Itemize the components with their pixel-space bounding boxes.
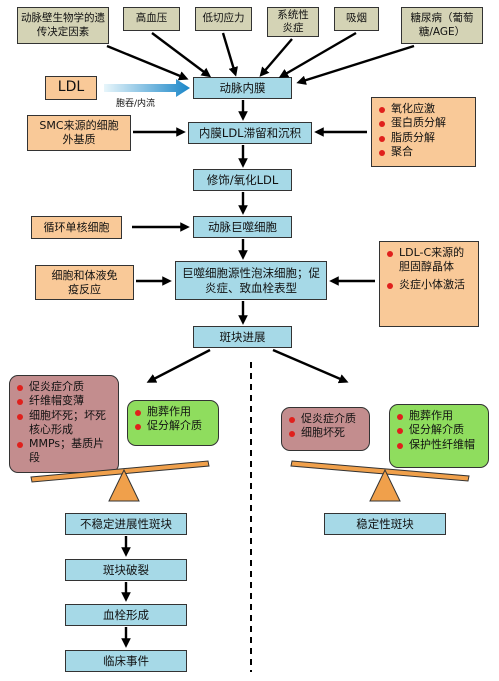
stable-plaque: 稳定性斑块 bbox=[324, 513, 446, 535]
risk-inflammation-label: 系统性炎症 bbox=[277, 8, 309, 34]
risk-hypertension: 高血压 bbox=[123, 7, 180, 31]
arrow bbox=[259, 38, 293, 77]
endocytosis-label: 胞吞/内流 bbox=[116, 99, 156, 109]
clinical-events-label: 临床事件 bbox=[103, 653, 149, 668]
arrow bbox=[272, 348, 349, 384]
arrow bbox=[151, 32, 212, 78]
smc-matrix-box: SMC来源的细胞外基质 bbox=[27, 115, 131, 151]
ldl-label: LDL bbox=[57, 79, 85, 96]
risk-diabetes-label: 糖尿病（葡萄糖/AGE） bbox=[410, 12, 474, 38]
unstable-protective-factors: 胞葬作用 促分解介质 bbox=[127, 400, 219, 446]
modifier-item: 氧化应激 bbox=[378, 102, 469, 116]
step-macrophage-label: 动脉巨噬细胞 bbox=[208, 219, 277, 234]
step-progression: 斑块进展 bbox=[193, 326, 292, 348]
step-intima: 动脉内膜 bbox=[193, 77, 292, 99]
step-foam-cell: 巨噬细胞源性泡沫细胞；促炎症、致血栓表型 bbox=[175, 261, 327, 300]
harmful-item: 促炎症介质 bbox=[288, 412, 363, 426]
risk-genetic: 动脉壁生物学的遗传决定因素 bbox=[17, 7, 109, 44]
risk-diabetes: 糖尿病（葡萄糖/AGE） bbox=[401, 7, 483, 44]
harmful-item: 细胞坏死；坏死核心形成 bbox=[16, 409, 112, 438]
arrow bbox=[221, 32, 238, 77]
stable-beam bbox=[290, 460, 470, 482]
protective-item: 促分解介质 bbox=[134, 419, 212, 433]
monocytes-box: 循环单核细胞 bbox=[31, 216, 122, 239]
unstable-plaque-label: 不稳定进展性斑块 bbox=[80, 516, 172, 531]
unstable-beam bbox=[30, 460, 210, 483]
plaque-rupture: 斑块破裂 bbox=[65, 559, 187, 581]
risk-hypertension-label: 高血压 bbox=[135, 12, 168, 25]
smc-matrix-label: SMC来源的细胞外基质 bbox=[39, 119, 119, 146]
clinical-events: 临床事件 bbox=[65, 650, 187, 672]
step-retention-label: 内膜LDL滞留和沉积 bbox=[198, 125, 302, 140]
unstable-fulcrum bbox=[108, 468, 140, 502]
risk-smoking-label: 吸烟 bbox=[346, 12, 367, 25]
risk-genetic-label: 动脉壁生物学的遗传决定因素 bbox=[21, 12, 105, 38]
arrow bbox=[106, 44, 189, 81]
step-macrophage: 动脉巨噬细胞 bbox=[193, 216, 292, 238]
arrow bbox=[146, 348, 211, 383]
protective-item: 胞葬作用 bbox=[134, 405, 212, 419]
unstable-harmful-factors: 促炎症介质 纤维帽变薄 细胞坏死；坏死核心形成 MMPs；基质片段 bbox=[9, 375, 119, 473]
modifier-item: 炎症小体激活 bbox=[386, 278, 472, 292]
stable-plaque-label: 稳定性斑块 bbox=[356, 516, 414, 531]
monocytes-label: 循环单核细胞 bbox=[43, 220, 110, 234]
protective-item: 保护性纤维帽 bbox=[396, 438, 482, 452]
ldl-influx-arrow bbox=[104, 79, 190, 97]
risk-low-shear: 低切应力 bbox=[195, 7, 252, 31]
risk-low-shear-label: 低切应力 bbox=[202, 12, 245, 25]
step-intima-label: 动脉内膜 bbox=[219, 80, 266, 95]
immunity-box: 细胞和体液免疫反应 bbox=[35, 265, 134, 300]
step-foam-cell-label: 巨噬细胞源性泡沫细胞；促炎症、致血栓表型 bbox=[182, 266, 320, 295]
unstable-plaque: 不稳定进展性斑块 bbox=[65, 513, 187, 535]
plaque-rupture-label: 斑块破裂 bbox=[103, 562, 149, 577]
harmful-item: 纤维帽变薄 bbox=[16, 394, 112, 408]
thrombosis-label: 血栓形成 bbox=[103, 607, 149, 622]
arrow bbox=[278, 31, 357, 78]
risk-smoking: 吸烟 bbox=[334, 7, 379, 31]
stable-protective-factors: 胞葬作用 促分解介质 保护性纤维帽 bbox=[389, 404, 489, 468]
foam-modifiers: LDL-C来源的胆固醇晶体 炎症小体激活 bbox=[379, 241, 479, 327]
harmful-item: 促炎症介质 bbox=[16, 380, 112, 394]
step-retention: 内膜LDL滞留和沉积 bbox=[188, 122, 312, 144]
modifier-item: LDL-C来源的胆固醇晶体 bbox=[386, 246, 472, 275]
stable-harmful-factors: 促炎症介质 细胞坏死 bbox=[281, 407, 370, 451]
protective-item: 促分解介质 bbox=[396, 423, 482, 437]
harmful-item: 细胞坏死 bbox=[288, 426, 363, 440]
modifier-item: 聚合 bbox=[378, 145, 469, 159]
risk-inflammation: 系统性炎症 bbox=[267, 7, 319, 37]
arrow bbox=[296, 44, 415, 85]
step-oxidation: 修饰/氧化LDL bbox=[193, 169, 292, 191]
harmful-item: MMPs；基质片段 bbox=[16, 437, 112, 466]
step-progression-label: 斑块进展 bbox=[219, 329, 266, 344]
step-oxidation-label: 修饰/氧化LDL bbox=[206, 172, 279, 187]
modifier-item: 蛋白质分解 bbox=[378, 116, 469, 130]
retention-modifiers: 氧化应激 蛋白质分解 脂质分解 聚合 bbox=[371, 97, 476, 167]
modifier-item: 脂质分解 bbox=[378, 131, 469, 145]
stable-fulcrum bbox=[369, 468, 401, 502]
thrombosis: 血栓形成 bbox=[65, 604, 187, 626]
protective-item: 胞葬作用 bbox=[396, 409, 482, 423]
immunity-label: 细胞和体液免疫反应 bbox=[51, 268, 118, 296]
ldl-box: LDL bbox=[45, 76, 97, 100]
